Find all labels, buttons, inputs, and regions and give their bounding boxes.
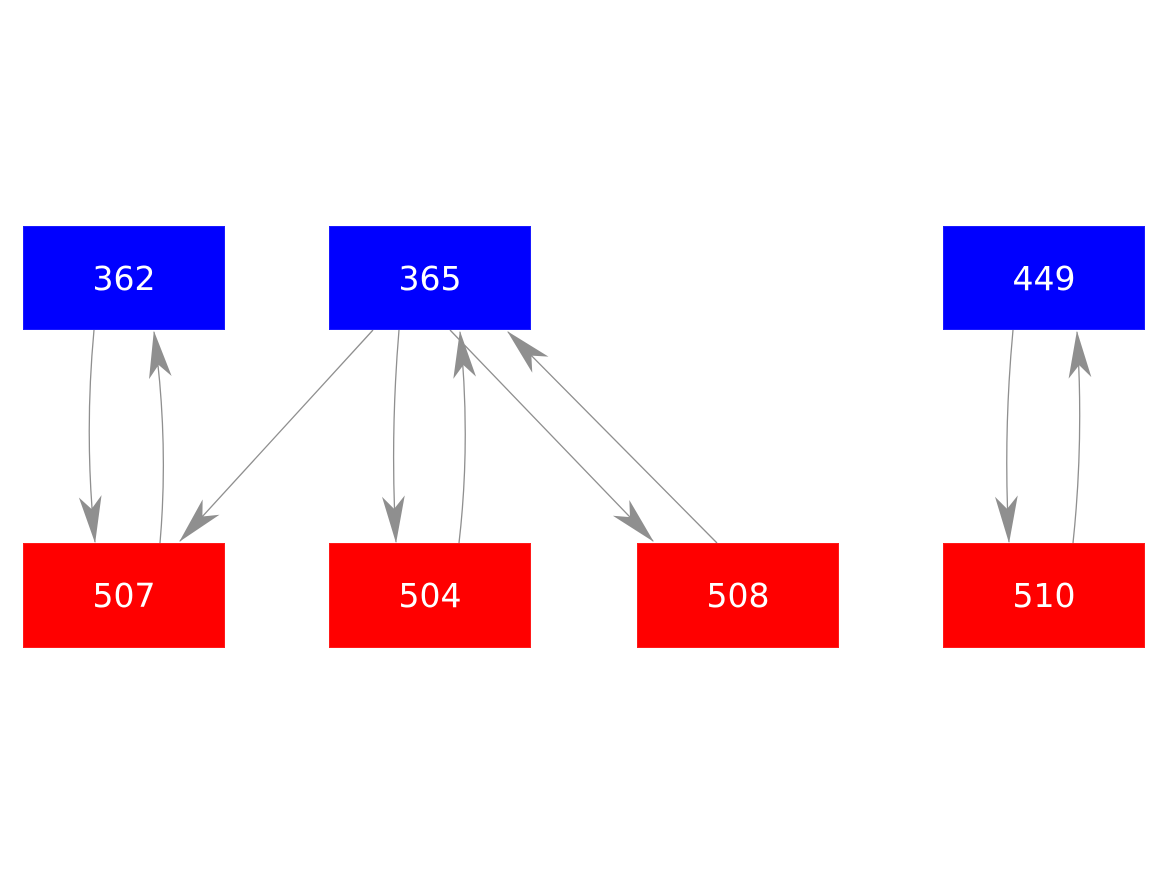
node-449: 449	[943, 226, 1145, 330]
node-label: 449	[1012, 258, 1076, 298]
node-504: 504	[329, 543, 531, 648]
edge-510-449	[1068, 330, 1092, 544]
edge-449-510	[994, 329, 1018, 544]
edge-504-365	[453, 330, 476, 544]
edge-365-504	[381, 329, 405, 544]
edge-365-507	[179, 329, 374, 542]
node-label: 362	[92, 258, 156, 298]
node-362: 362	[23, 226, 225, 330]
node-label: 508	[706, 576, 770, 615]
node-365: 365	[329, 226, 531, 330]
node-508: 508	[637, 543, 839, 648]
node-label: 507	[92, 576, 156, 615]
edge-362-507	[78, 329, 102, 544]
node-label: 504	[398, 576, 462, 615]
edge-507-362	[149, 330, 172, 544]
edge-508-365	[507, 331, 718, 544]
edge-365-508	[449, 329, 654, 542]
node-label: 510	[1012, 576, 1076, 615]
node-507: 507	[23, 543, 225, 648]
node-label: 365	[398, 258, 462, 298]
node-510: 510	[943, 543, 1145, 648]
